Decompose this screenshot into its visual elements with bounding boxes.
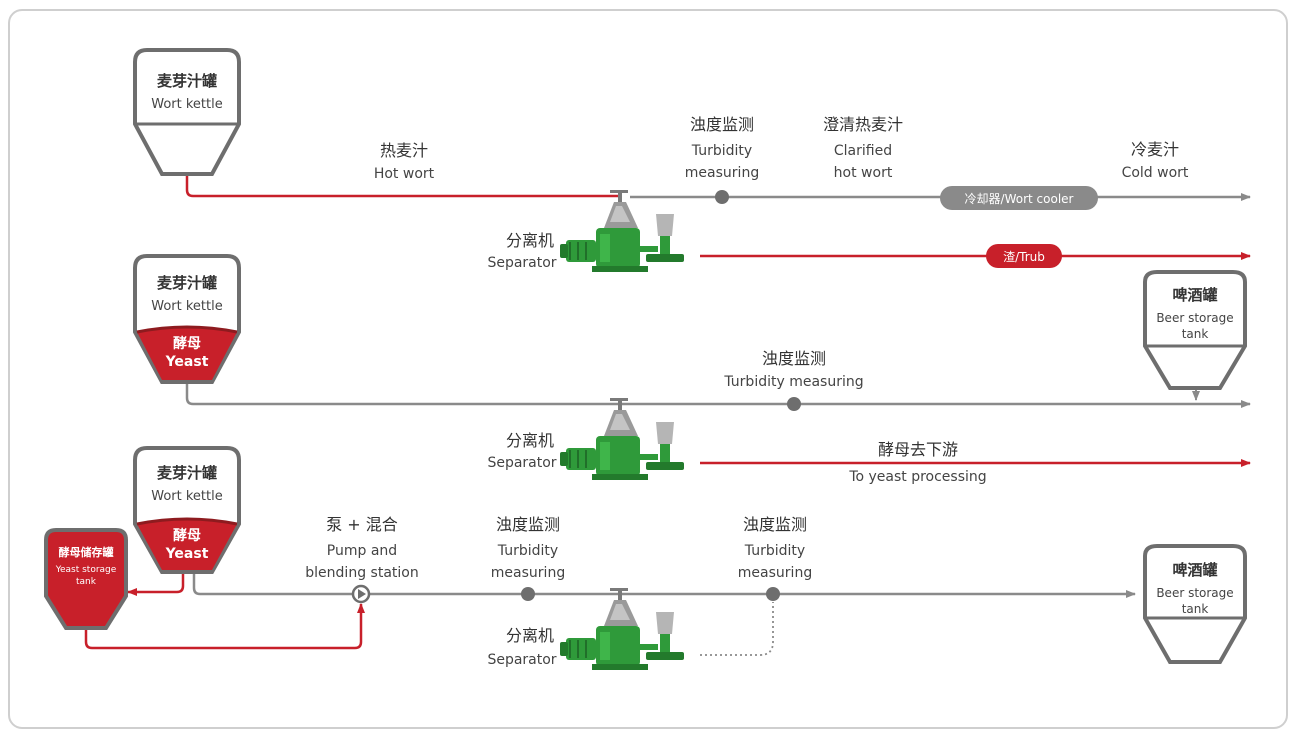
cooler-label: 冷却器/Wort cooler xyxy=(965,192,1074,206)
beer-tank-1-zh: 啤酒罐 xyxy=(1172,286,1217,304)
section3 xyxy=(44,446,1247,671)
kettle-2-en: Wort kettle xyxy=(151,299,223,314)
separator-3-en: Separator xyxy=(487,652,556,668)
clarified-zh: 澄清热麦汁 xyxy=(823,115,903,134)
hot-wort-line xyxy=(185,176,620,198)
separator-2-zh: 分离机 xyxy=(506,431,554,450)
yeast-3-en: Yeast xyxy=(165,546,209,562)
pump-zh: 泵 + 混合 xyxy=(326,515,398,534)
turbidity-2-en: Turbidity measuring xyxy=(723,374,863,390)
turbidity-sensor-3a xyxy=(521,587,535,601)
separator-1-zh: 分离机 xyxy=(506,231,554,250)
hot-wort-en: Hot wort xyxy=(374,166,435,182)
cold-wort-en: Cold wort xyxy=(1122,165,1189,181)
yeast-tank-en2: tank xyxy=(76,577,97,587)
turbidity-3b-zh: 浊度监测 xyxy=(743,515,807,534)
yeast-storage-tank xyxy=(44,528,128,630)
wort-cooler xyxy=(940,186,1098,210)
separator-1-en: Separator xyxy=(487,255,556,271)
yeast-layer-3 xyxy=(137,519,237,570)
turbidity-sensor-2 xyxy=(787,397,801,411)
beer-line xyxy=(185,384,1251,408)
separator-2-icon xyxy=(559,397,685,481)
kettle-1-zh: 麦芽汁罐 xyxy=(157,72,217,90)
yeast-tank-zh: 酵母储存罐 xyxy=(59,545,114,559)
turbidity-3a-en2: measuring xyxy=(491,565,565,581)
turbidity-sensor-3b xyxy=(766,587,780,601)
turbidity-1-zh: 浊度监测 xyxy=(690,115,754,134)
turbidity-2-zh: 浊度监测 xyxy=(762,349,826,368)
kettle-1-en: Wort kettle xyxy=(151,97,223,112)
dotted-sensor-line xyxy=(700,602,774,656)
yeast-2-en: Yeast xyxy=(165,354,209,370)
beer-tank-2-zh: 啤酒罐 xyxy=(1172,561,1217,579)
section2 xyxy=(133,254,1251,481)
yeast-layer-2 xyxy=(137,327,237,380)
clarified-en2: hot wort xyxy=(834,165,893,181)
beer-tank-1-en2: tank xyxy=(1182,327,1209,341)
wort-main-line xyxy=(192,574,1136,598)
yeast-return-line xyxy=(84,603,365,650)
turbidity-3b-en1: Turbidity xyxy=(744,543,805,559)
hot-wort-zh: 热麦汁 xyxy=(380,141,428,160)
wort-kettle-tank xyxy=(133,48,241,176)
beer-tank-1-en1: Beer storage xyxy=(1156,311,1233,325)
beer-tank-2-en2: tank xyxy=(1182,602,1209,616)
trub-badge xyxy=(986,244,1062,268)
separator-3-zh: 分离机 xyxy=(506,626,554,645)
beer-tank-2-en1: Beer storage xyxy=(1156,586,1233,600)
yeast-2-zh: 酵母 xyxy=(173,335,201,352)
yeast-tank-en1: Yeast storage xyxy=(55,565,117,575)
separator-1-icon xyxy=(559,189,685,273)
yeast-3-zh: 酵母 xyxy=(173,527,201,544)
yeast-to-storage-line xyxy=(127,574,185,596)
clarified-en1: Clarified xyxy=(834,143,892,159)
turbidity-3a-en1: Turbidity xyxy=(497,543,558,559)
turbidity-3b-en2: measuring xyxy=(738,565,812,581)
kettle-3-zh: 麦芽汁罐 xyxy=(157,464,217,482)
yeast-downstream-en: To yeast processing xyxy=(848,469,986,485)
process-diagram: 麦芽汁罐 Wort kettle 热麦汁 Hot wort 浊度监测 Turbi… xyxy=(44,48,1251,671)
kettle-2-zh: 麦芽汁罐 xyxy=(157,274,217,292)
pump-en1: Pump and xyxy=(327,543,397,559)
yeast-downstream-zh: 酵母去下游 xyxy=(878,440,958,459)
cold-wort-zh: 冷麦汁 xyxy=(1131,140,1179,159)
separator-2-en: Separator xyxy=(487,455,556,471)
beer-storage-tank-1 xyxy=(1143,270,1247,390)
separator-3-icon xyxy=(559,587,685,671)
section1 xyxy=(133,48,1251,273)
turbidity-3a-zh: 浊度监测 xyxy=(496,515,560,534)
turbidity-sensor-1 xyxy=(715,190,729,204)
pump-en2: blending station xyxy=(305,565,418,581)
trub-label: 渣/Trub xyxy=(1003,250,1045,264)
kettle-3-en: Wort kettle xyxy=(151,489,223,504)
beer-storage-tank-2 xyxy=(1143,544,1247,664)
turbidity-1-en2: measuring xyxy=(685,165,759,181)
turbidity-1-en1: Turbidity xyxy=(691,143,752,159)
